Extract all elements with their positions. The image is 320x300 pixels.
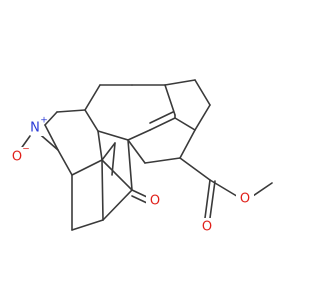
ketone-o-label: O [150, 194, 160, 209]
atom-ester-o: O [236, 190, 254, 208]
n-label: N [30, 121, 40, 136]
atom-n-plus: N + [26, 116, 48, 136]
o-minus-label: O [12, 150, 22, 165]
atom-ester-carbonyl-o: O [198, 218, 216, 236]
atom-ketone-o: O [146, 192, 164, 210]
atom-o-minus: O − [8, 145, 30, 165]
o-minus-charge: − [22, 145, 30, 155]
n-charge: + [40, 116, 48, 126]
chemical-structure-diagram: N + O − O O O [8, 79, 273, 236]
ester-o-label: O [240, 192, 250, 207]
structure-canvas: N + O − O O O [8, 79, 273, 236]
ester-carbonyl-o-label: O [202, 220, 212, 235]
